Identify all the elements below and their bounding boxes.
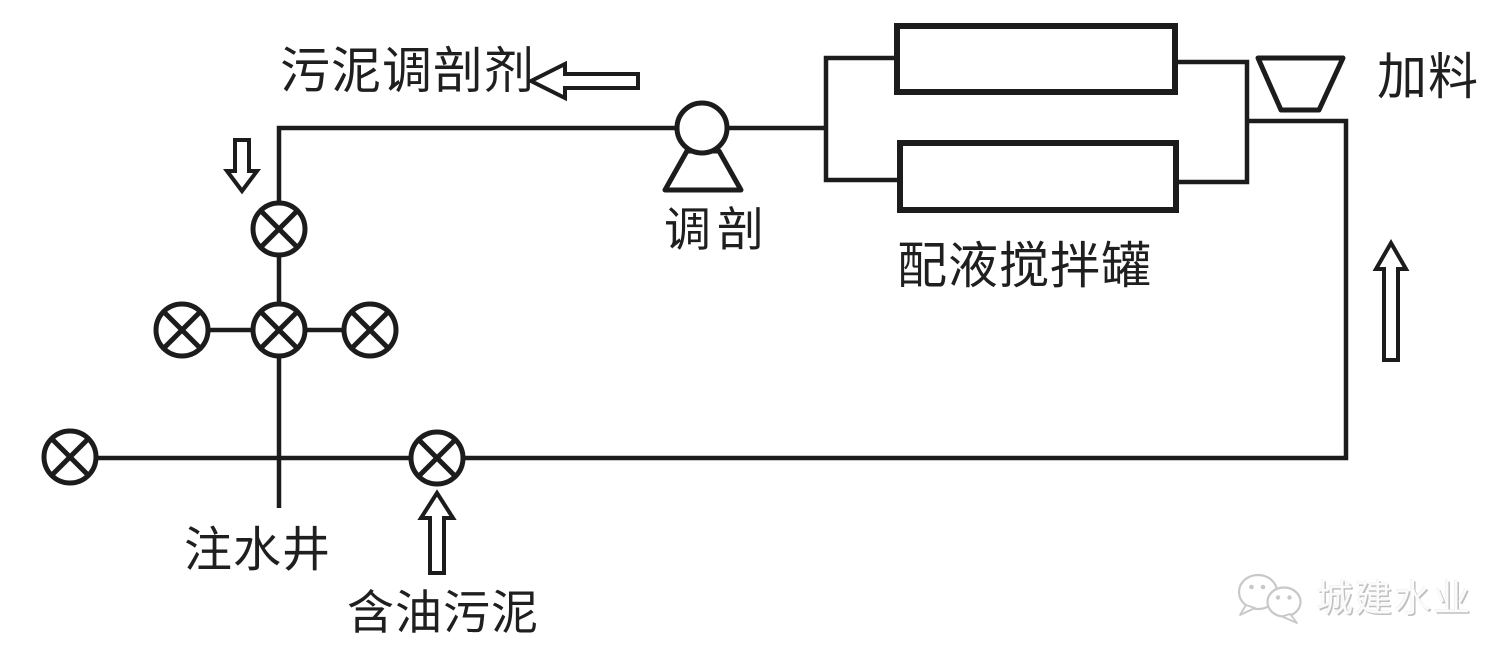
valve-icon [341,301,399,359]
left-arrow-icon [526,60,640,102]
mixing-tank-label: 配液搅拌罐 [897,237,1152,295]
feed-hopper-icon [1255,55,1346,113]
mixing-tank-upper [894,23,1178,95]
mixing-tank-lower [897,140,1179,213]
wechat-icon [1237,573,1302,624]
down-arrow-icon [223,138,261,195]
feed-label: 加料 [1377,48,1479,106]
valve-icon [153,301,211,359]
watermark-text: 城建水业 [1316,576,1472,620]
valve-icon [250,200,308,258]
pipe-tank-outlet-manifold [1175,59,1250,185]
centrifugal-pump-icon [662,100,744,193]
oily-sludge-label: 含油污泥 [347,586,539,641]
pipe-conditioner-header [276,125,826,508]
up-arrow-icon [1372,238,1410,362]
pump-label: 调剖 [664,203,770,258]
valve-icon [250,301,308,359]
valve-icon [408,429,466,487]
watermark: 城建水业 [1232,570,1472,626]
pipe-recycle-and-injection-line [96,118,1349,461]
valve-icon [41,428,99,486]
sludge-conditioner-label: 污泥调剖剂 [280,42,535,100]
up-arrow-icon [417,489,457,575]
pipe-tank-inlet-manifold [823,55,901,183]
injection-well-label: 注水井 [184,522,332,578]
